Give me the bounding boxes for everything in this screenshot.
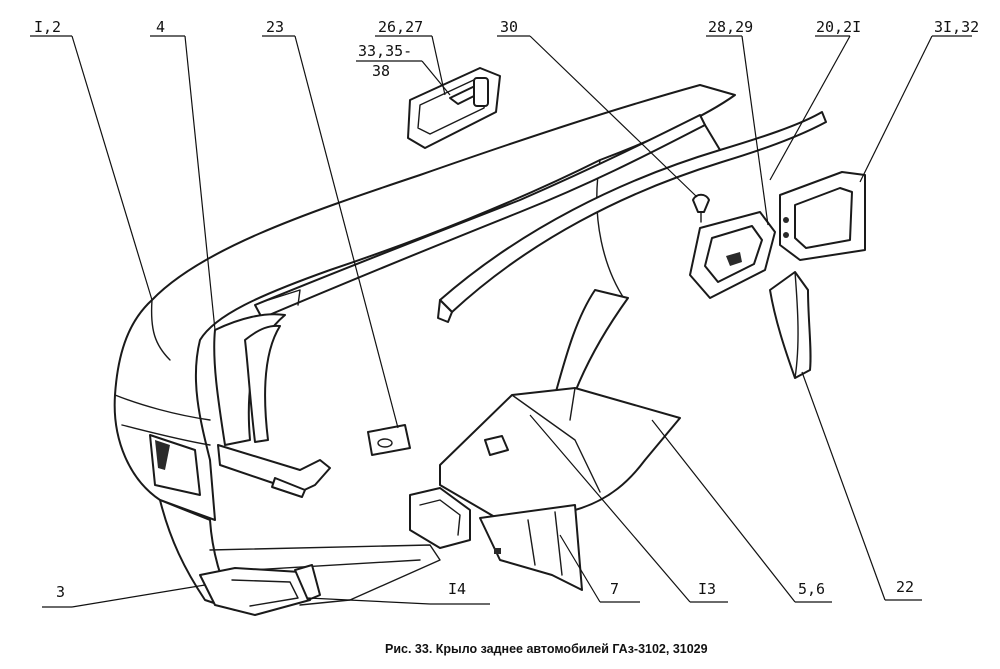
figure-caption: Рис. 33. Крыло заднее автомобилей ГАз-31… <box>385 642 708 656</box>
label-part-13: I3 <box>698 580 716 598</box>
label-part-4: 4 <box>156 18 165 36</box>
label-parts-20-21: 20,2I <box>816 18 861 36</box>
lamp-frame-31-32 <box>779 171 866 261</box>
lower-box-3 <box>199 564 321 616</box>
label-part-22: 22 <box>896 578 914 596</box>
label-parts-33-38-bottom: 38 <box>372 62 390 80</box>
lower-box-14 <box>409 487 471 549</box>
trim-cap-22 <box>769 271 812 379</box>
label-part-3: 3 <box>56 583 65 601</box>
label-parts-5-6: 5,6 <box>798 580 825 598</box>
leader-lines <box>30 35 972 608</box>
label-part-30: 30 <box>500 18 518 36</box>
floor-panel-5-6-13 <box>439 387 681 521</box>
label-parts-33-38-top: 33,35- <box>358 42 412 60</box>
plug-30 <box>692 193 710 223</box>
label-part-23: 23 <box>266 18 284 36</box>
label-parts-26-27: 26,27 <box>378 18 423 36</box>
label-parts-1-2: I,2 <box>34 18 61 36</box>
label-parts-28-29: 28,29 <box>708 18 753 36</box>
lamp-housing-28-29 <box>689 211 776 299</box>
fuel-door-hinge-26-27 <box>407 67 501 149</box>
inner-arch-reinforcement <box>554 289 629 401</box>
label-part-7: 7 <box>610 580 619 598</box>
wheel-arch-panel <box>213 313 331 498</box>
molding-strip-20-21 <box>437 111 827 323</box>
label-part-14: I4 <box>448 580 466 598</box>
bracket-plate-23 <box>367 424 411 456</box>
support-bracket-7 <box>479 504 583 591</box>
label-parts-31-32: 3I,32 <box>934 18 979 36</box>
